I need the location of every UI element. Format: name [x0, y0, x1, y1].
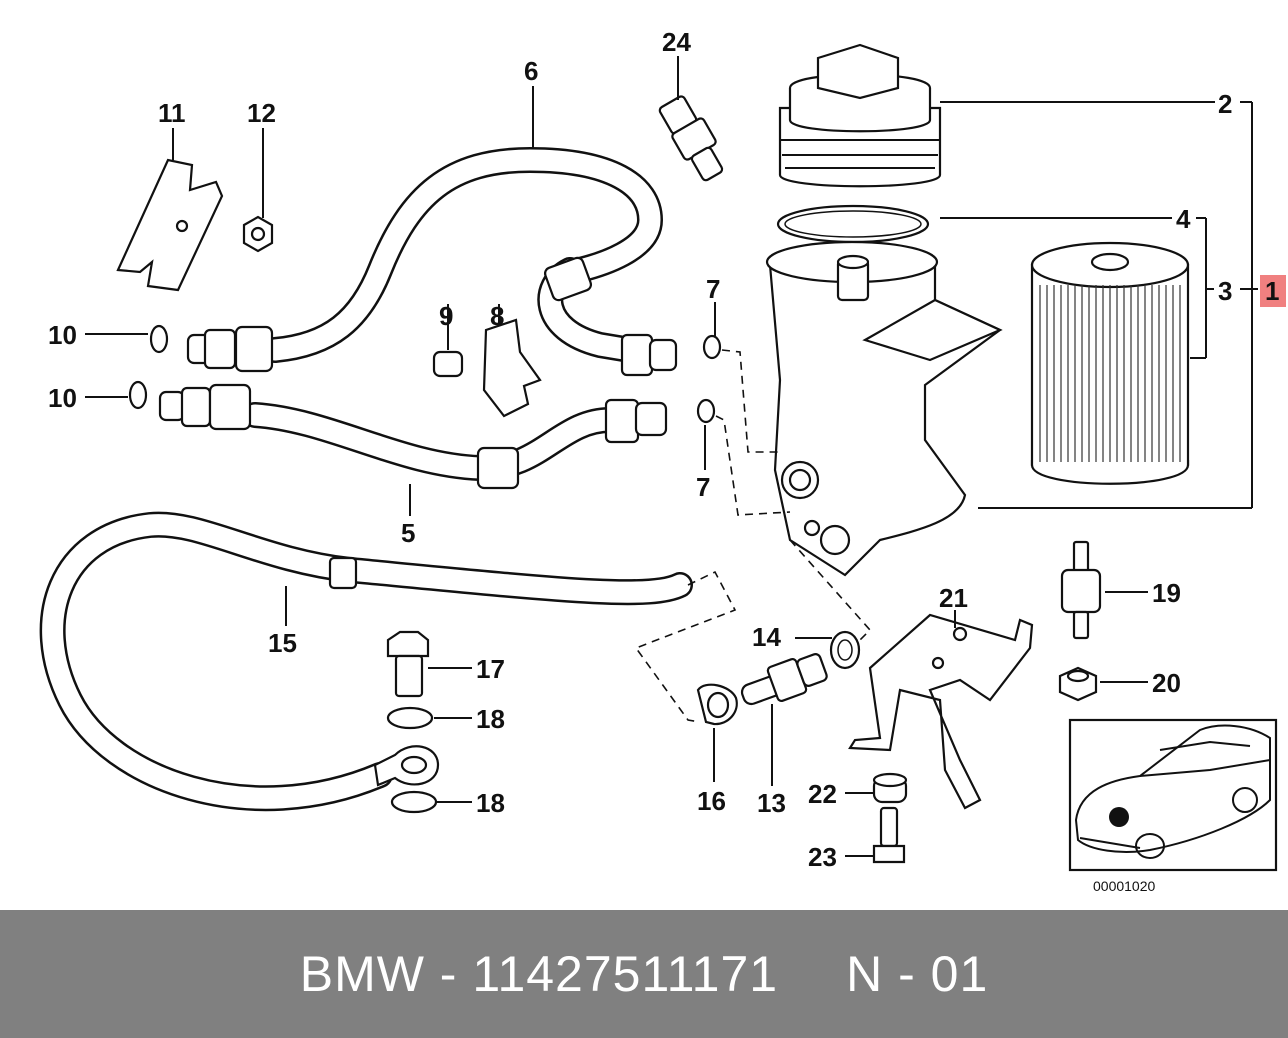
callout-21: 21 — [939, 583, 968, 613]
washer-18-lower — [390, 790, 438, 814]
rubber-mount-22 — [872, 772, 908, 804]
callout-10-lower: 10 — [48, 383, 77, 413]
callout-1-highlight — [1260, 275, 1286, 307]
hose-clamp-16 — [696, 683, 738, 726]
callout-24: 24 — [662, 27, 691, 57]
callout-9: 9 — [439, 301, 453, 331]
callout-17: 17 — [476, 654, 505, 684]
seal-14-inner — [837, 639, 853, 661]
nut-12 — [242, 215, 274, 253]
fitting-hose-5-right — [476, 398, 668, 490]
callout-labels: 1 2 3 4 5 6 7 7 8 9 10 10 11 12 13 14 15… — [48, 27, 1279, 872]
bracket-21 — [848, 613, 1034, 810]
nipple-13 — [740, 653, 828, 706]
callout-13: 13 — [757, 788, 786, 818]
dash-line-upper — [721, 349, 778, 453]
position-text: N - 01 — [846, 946, 989, 1002]
bracket-11 — [116, 158, 224, 292]
callout-19: 19 — [1152, 578, 1181, 608]
o-ring-4-inner — [784, 210, 922, 238]
hose-6 — [262, 147, 663, 363]
fitting-hose-6-right — [543, 256, 678, 377]
seal-ring-10-lower — [128, 380, 148, 410]
seal-ring-10-upper — [149, 324, 169, 354]
callout-18-upper: 18 — [476, 704, 505, 734]
location-marker — [1109, 807, 1129, 827]
seal-ring-7-upper — [702, 334, 722, 360]
dash-line-seal — [789, 539, 872, 641]
inset-code: 00001020 — [1093, 878, 1156, 894]
part-number-text: BMW - 11427511171 — [299, 946, 779, 1002]
callout-3: 3 — [1218, 276, 1232, 306]
sleeve-9 — [432, 350, 464, 378]
callout-2: 2 — [1218, 89, 1232, 119]
callout-10-upper: 10 — [48, 320, 77, 350]
hose-15 — [39, 511, 693, 812]
stud-19 — [1060, 540, 1102, 640]
callout-18-lower: 18 — [476, 788, 505, 818]
callout-7-upper: 7 — [706, 274, 720, 304]
dash-line-lower — [715, 415, 791, 516]
seal-ring-7-lower — [696, 398, 716, 424]
filter-cover-2 — [778, 43, 942, 188]
callout-1: 1 — [1265, 276, 1279, 306]
callout-5: 5 — [401, 518, 415, 548]
nut-20 — [1058, 666, 1098, 702]
washer-18-upper — [386, 706, 434, 730]
callout-20: 20 — [1152, 668, 1181, 698]
dash-line-hose — [634, 570, 737, 723]
hollow-bolt-17 — [386, 630, 430, 698]
callout-6: 6 — [524, 56, 538, 86]
seal-14 — [829, 630, 861, 670]
fitting-hose-5-left — [158, 383, 252, 431]
callout-11: 11 — [158, 98, 186, 128]
callout-16: 16 — [697, 786, 726, 816]
banjo-fitting — [373, 745, 440, 787]
callout-15: 15 — [268, 628, 297, 658]
car-location-inset — [1068, 718, 1278, 872]
footer-bar: BMW - 11427511171 N - 01 — [0, 910, 1288, 1038]
holder-8 — [482, 318, 542, 418]
parts-diagram: 1 2 3 4 5 6 7 7 8 9 10 10 11 12 13 14 15… — [39, 27, 1286, 894]
callout-14: 14 — [752, 622, 781, 652]
callout-22: 22 — [808, 779, 837, 809]
callout-12: 12 — [247, 98, 276, 128]
callout-7-lower: 7 — [696, 472, 710, 502]
callout-8: 8 — [490, 301, 504, 331]
filter-pleats — [1039, 285, 1181, 462]
callout-23: 23 — [808, 842, 837, 872]
fitting-hose-6-left — [186, 325, 274, 373]
bolt-23 — [872, 806, 906, 864]
filter-housing — [765, 240, 1003, 577]
sensor-24 — [658, 95, 724, 182]
leader-lines — [85, 56, 1258, 857]
hose-5 — [242, 402, 623, 481]
callout-4: 4 — [1176, 204, 1191, 234]
